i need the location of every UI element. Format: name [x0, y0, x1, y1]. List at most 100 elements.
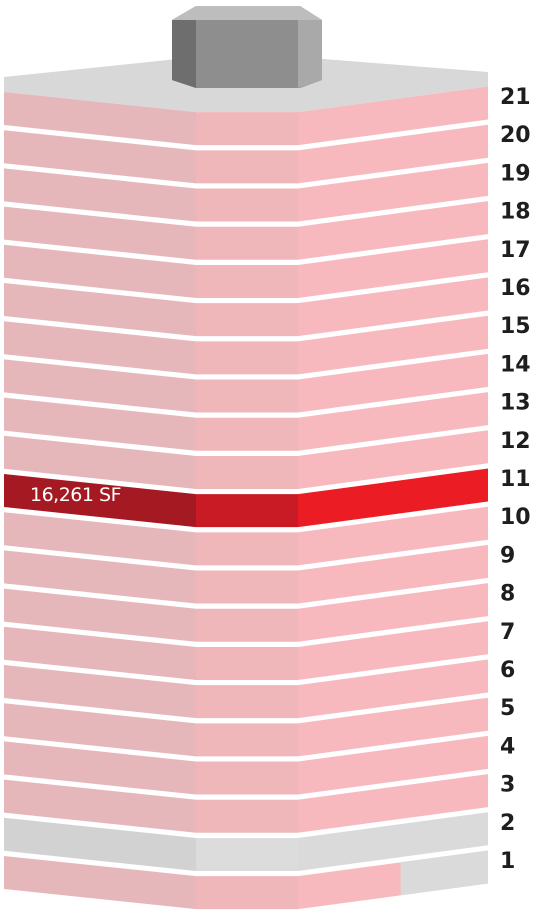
floor-16-facet	[4, 283, 196, 337]
highlighted-floor-area-label: 16,261 SF	[30, 484, 121, 506]
floor-label-15: 15	[500, 314, 531, 339]
floor-15[interactable]	[4, 315, 488, 375]
floor-19-facet	[298, 162, 488, 222]
floor-2-facet	[196, 837, 298, 871]
floor-6-facet	[4, 665, 196, 719]
floor-label-1: 1	[500, 849, 515, 874]
floor-label-4: 4	[500, 734, 515, 759]
floor-18-facet	[196, 226, 298, 260]
floor-label-6: 6	[500, 658, 515, 683]
floor-11-facet	[196, 494, 298, 528]
floor-12-facet	[196, 455, 298, 489]
floor-4-facet	[298, 735, 488, 795]
floor-19-facet	[196, 188, 298, 222]
floor-label-10: 10	[500, 505, 531, 530]
floor-label-5: 5	[500, 696, 515, 721]
penthouse-left-face	[172, 20, 196, 88]
floor-7-facet	[196, 646, 298, 680]
floor-label-21: 21	[500, 85, 531, 110]
floor-label-17: 17	[500, 238, 531, 263]
floor-14[interactable]	[4, 353, 488, 413]
floor-11[interactable]	[4, 468, 488, 528]
floor-17-facet	[298, 239, 488, 298]
floor-20-facet	[298, 124, 488, 184]
floor-8-facet	[298, 583, 488, 642]
floor-10-facet	[4, 512, 196, 566]
floor-label-14: 14	[500, 352, 531, 377]
floor-9[interactable]	[4, 544, 488, 604]
floor-3-facet	[196, 799, 298, 833]
floor-label-18: 18	[500, 200, 531, 225]
floor-2-facet	[4, 817, 196, 871]
roof	[4, 6, 488, 113]
floor-19[interactable]	[4, 162, 488, 222]
floor-17-facet	[196, 264, 298, 298]
floor-label-7: 7	[500, 620, 515, 645]
floor-8-facet	[4, 588, 196, 642]
floor-18[interactable]	[4, 201, 488, 260]
floor-1-facet	[4, 856, 196, 910]
floor-13-facet	[196, 417, 298, 451]
floor-3-facet	[4, 779, 196, 833]
floor-6-facet	[196, 685, 298, 719]
floor-2[interactable]	[4, 812, 488, 871]
floor-16-facet	[196, 303, 298, 337]
floor-21-facet	[298, 86, 488, 146]
floor-9-facet	[196, 570, 298, 604]
floor-14-facet	[4, 359, 196, 413]
floor-5-facet	[196, 723, 298, 757]
floor-6-facet	[298, 659, 488, 719]
floor-1[interactable]	[4, 850, 488, 910]
floor-21[interactable]	[4, 86, 488, 146]
penthouse-top	[172, 6, 322, 20]
floor-21-facet	[196, 112, 298, 146]
floor-15-facet	[196, 341, 298, 375]
floor-11-facet	[4, 474, 196, 528]
floor-9-facet	[298, 544, 488, 604]
floor-4-facet	[4, 741, 196, 795]
floor-18-facet	[298, 201, 488, 260]
floor-label-11: 11	[500, 467, 531, 492]
floor-9-facet	[4, 550, 196, 604]
floor-3-facet	[298, 774, 488, 833]
penthouse-right-face	[298, 20, 322, 88]
floor-12-facet	[4, 435, 196, 489]
floor-4[interactable]	[4, 735, 488, 795]
penthouse-block	[172, 6, 322, 88]
floor-13[interactable]	[4, 392, 488, 451]
floor-6[interactable]	[4, 659, 488, 719]
floor-19-facet	[4, 168, 196, 222]
floor-20-facet	[4, 130, 196, 184]
floor-4-facet	[196, 761, 298, 795]
floor-15-facet	[298, 315, 488, 375]
floor-10-facet	[298, 506, 488, 566]
floor-2-facet	[298, 812, 488, 871]
floor-12[interactable]	[4, 430, 488, 489]
floor-5[interactable]	[4, 697, 488, 757]
floor-17[interactable]	[4, 239, 488, 298]
floor-label-20: 20	[500, 123, 531, 148]
floor-3[interactable]	[4, 774, 488, 833]
floor-7[interactable]	[4, 621, 488, 680]
floor-11-facet	[298, 468, 488, 528]
floor-13-facet	[298, 392, 488, 451]
floor-label-16: 16	[500, 276, 531, 301]
floor-label-12: 12	[500, 429, 531, 454]
floor-17-facet	[4, 244, 196, 298]
floor-8[interactable]	[4, 583, 488, 642]
floor-7-facet	[298, 621, 488, 680]
floor-16[interactable]	[4, 277, 488, 337]
floor-5-facet	[298, 697, 488, 757]
floor-20[interactable]	[4, 124, 488, 184]
floor-label-2: 2	[500, 811, 515, 836]
floor-8-facet	[196, 608, 298, 642]
floor-16-facet	[298, 277, 488, 337]
floor-7-facet	[4, 626, 196, 680]
floor-14-facet	[196, 379, 298, 413]
floor-10[interactable]	[4, 506, 488, 566]
floor-15-facet	[4, 321, 196, 375]
floor-label-8: 8	[500, 582, 515, 607]
floor-1-unavailable-portion	[400, 850, 488, 896]
